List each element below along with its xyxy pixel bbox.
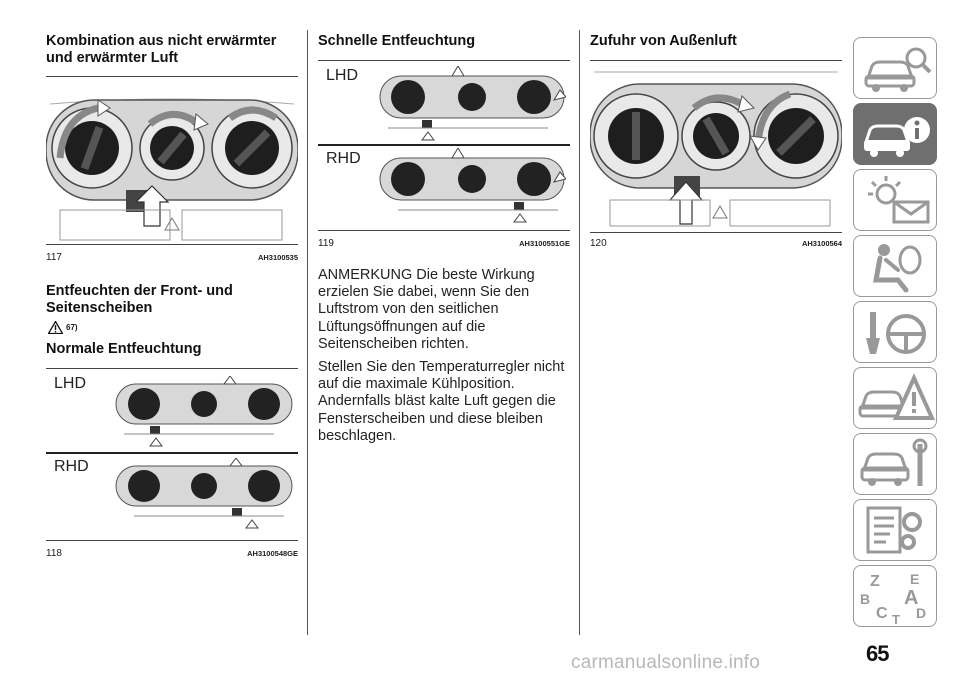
figure-code: AH3100535 (257, 253, 298, 262)
car-wrench-icon (860, 438, 928, 486)
warning-ref-number: 67) (66, 323, 78, 332)
heading-schnelle-entfeuchtung: Schnelle Entfeuchtung (318, 33, 476, 49)
index-letter: D (916, 605, 926, 621)
lhd-rhd-separator (46, 452, 298, 454)
figure-120-bottom-rule (590, 232, 842, 233)
figure-code: AH3100551GE (519, 239, 570, 248)
label-rhd: RHD (326, 150, 361, 167)
figure-number: 119 (318, 238, 334, 249)
car-breakdown-triangle-icon (858, 373, 936, 420)
figure-number: 118 (46, 548, 62, 559)
chapter-tab-6[interactable] (853, 367, 937, 429)
heading-zufuhr-aussenluft: Zufuhr von Außenluft (590, 33, 737, 49)
label-rhd: RHD (54, 458, 89, 475)
rhd-panel-diagram (115, 458, 293, 529)
figure-code: AH3100548GE (247, 549, 298, 558)
warning-triangle-icon (48, 321, 63, 334)
figure-top-rule (46, 76, 298, 77)
index-letter: E (910, 571, 919, 587)
chapter-tab-5[interactable] (853, 301, 937, 363)
alphabet-index-icon: Z E B A C D T (860, 571, 926, 627)
figure-120-top-rule (590, 60, 842, 61)
lhd-panel-diagram (115, 376, 293, 447)
warning-light-mail-icon (868, 176, 930, 224)
rhd-panel-diagram (379, 148, 566, 223)
figure-119-bottom-rule (318, 230, 570, 231)
column-divider-2 (579, 30, 580, 635)
figure-120-climate-panel (590, 64, 842, 232)
index-letter: T (892, 612, 900, 627)
steering-wheel-key-icon (866, 312, 926, 354)
car-info-icon (863, 117, 930, 157)
figure-120-caption: 120 AH3100564 (590, 238, 842, 249)
figure-119-top-rule (318, 60, 570, 61)
chapter-tab-2[interactable] (853, 103, 937, 165)
temperature-paragraph: Stellen Sie den Temperaturregler nicht a… (318, 359, 565, 444)
heading-entfeuchten: Entfeuchten der Front- und Seitenscheibe… (46, 283, 233, 316)
chapter-tab-8[interactable] (853, 499, 937, 561)
figure-117-bottom-rule (46, 244, 298, 245)
note-paragraph: ANMERKUNG Die beste Wirkung erzielen Sie… (318, 267, 535, 352)
warning-reference: 67) (48, 321, 78, 334)
index-letter: Z (870, 573, 880, 590)
chapter-tab-1[interactable] (853, 37, 937, 99)
figure-118-bottom-rule (46, 540, 298, 541)
heading-normale-entfeuchtung: Normale Entfeuchtung (46, 341, 202, 357)
chapter-tab-9[interactable]: Z E B A C D T (853, 565, 937, 627)
figure-number: 120 (590, 238, 607, 249)
chapter-tab-3[interactable] (853, 169, 937, 231)
chapter-tab-7[interactable] (853, 433, 937, 495)
figure-117-climate-panel (46, 86, 298, 241)
lhd-panel-diagram (379, 66, 566, 141)
figure-119-caption: 119 AH3100551GE (318, 238, 570, 249)
figure-code: AH3100564 (801, 239, 842, 248)
car-search-icon (864, 47, 932, 92)
spec-sheet-gears-icon (866, 506, 922, 554)
heading-kombination: Kombination aus nicht erwärmter und erwä… (46, 33, 277, 66)
index-letter: A (904, 587, 918, 609)
watermark: carmanualsonline.info (571, 652, 761, 673)
figure-118-lhd-rhd: LHD RHD (46, 370, 298, 540)
index-letter: C (876, 605, 888, 622)
chapter-tab-4[interactable] (853, 235, 937, 297)
figure-118-top-rule (46, 368, 298, 369)
body-text: ANMERKUNG Die beste Wirkung erzielen Sie… (318, 267, 566, 451)
page-number: 65 (866, 641, 890, 666)
lhd-rhd-separator (318, 144, 570, 146)
figure-118-caption: 118 AH3100548GE (46, 548, 298, 559)
column-divider-1 (307, 30, 308, 635)
index-letter: B (860, 591, 870, 607)
label-lhd: LHD (54, 375, 87, 392)
figure-117-caption: 117 AH3100535 (46, 252, 298, 263)
figure-number: 117 (46, 252, 62, 263)
label-lhd: LHD (326, 67, 359, 84)
airbag-person-icon (873, 244, 922, 293)
figure-119-lhd-rhd: LHD RHD (318, 62, 570, 230)
